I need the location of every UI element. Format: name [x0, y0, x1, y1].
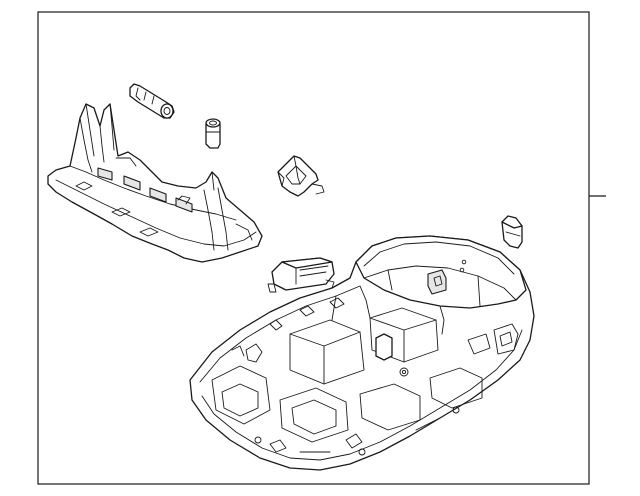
- console-housing: [189, 235, 535, 471]
- switch-connector: [267, 257, 335, 293]
- retaining-clip: [277, 155, 325, 197]
- diagram-frame: [37, 11, 590, 485]
- lamp-bezel-bracket: [47, 103, 263, 263]
- side-bulb-part: [501, 215, 523, 249]
- bulb-part: [129, 83, 175, 119]
- small-bulb-part: [205, 118, 221, 149]
